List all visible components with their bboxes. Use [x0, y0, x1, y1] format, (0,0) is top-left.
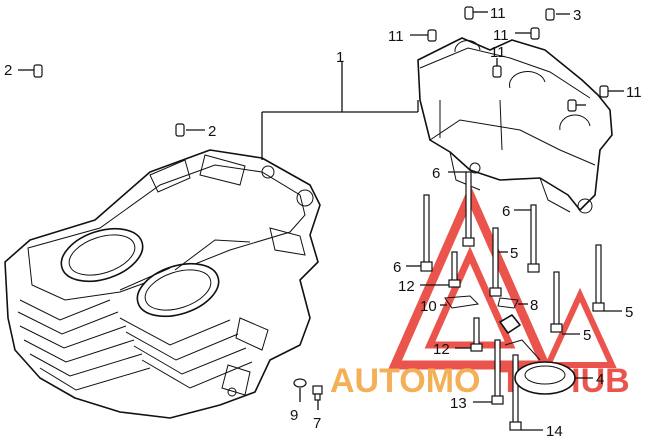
- watermark: AUTOMO TO HUB: [330, 183, 630, 400]
- callout-4: 4: [596, 371, 604, 388]
- callout-9: 9: [290, 407, 298, 424]
- cam-holder: [417, 37, 613, 214]
- callout-11-d: 11: [490, 44, 506, 61]
- callout-8: 8: [530, 297, 538, 314]
- callout-7: 7: [313, 415, 321, 432]
- callout-6-mid: 6: [502, 203, 510, 220]
- callout-11-e: 11: [626, 84, 642, 101]
- callout-11-a: 11: [388, 28, 404, 45]
- watermark-triangle-logo: [388, 183, 617, 370]
- cooling-fins: [17, 299, 253, 391]
- callout-12-upper: 12: [398, 278, 415, 295]
- callout-13: 13: [450, 395, 467, 412]
- dowel-pins: [33, 6, 609, 137]
- callout-6-left: 6: [393, 259, 401, 276]
- callout-6-top: 6: [432, 165, 440, 182]
- crankcase: [4, 149, 321, 419]
- clip-8: [497, 297, 519, 309]
- watermark-text-left: AUTOMO: [330, 362, 480, 400]
- callout-5-upper: 5: [510, 245, 518, 262]
- cylinder-bore-right: [136, 262, 220, 318]
- callout-1: 1: [336, 49, 344, 66]
- bolts: [293, 171, 605, 431]
- callout-5-right: 5: [625, 304, 633, 321]
- callout-11-c: 11: [493, 27, 509, 44]
- leader-lines: [18, 11, 624, 431]
- callout-14: 14: [546, 423, 563, 440]
- callout-11-b: 11: [490, 5, 506, 22]
- cylinder-bore-left: [60, 227, 144, 283]
- callout-10: 10: [420, 298, 437, 315]
- clip-10: [444, 295, 480, 309]
- callout-numbers: 1 2 2 3 4 5 5 5 6 6 6 7 8 9 10 11 11 11 …: [4, 5, 642, 440]
- callout-5-lower: 5: [583, 327, 591, 344]
- callout-12-lower: 12: [433, 341, 450, 358]
- callout-2-mid: 2: [208, 123, 216, 140]
- callout-3: 3: [573, 7, 581, 24]
- callout-2-left: 2: [4, 62, 12, 79]
